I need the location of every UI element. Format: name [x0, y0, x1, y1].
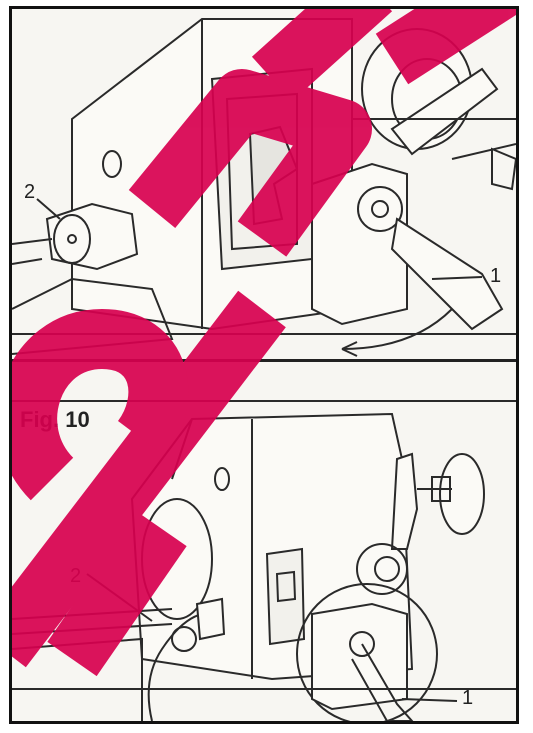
illustration-frame: 1 2: [9, 6, 519, 724]
callout-bottom-1: 1: [462, 687, 474, 709]
callout-top-2: 2: [24, 181, 36, 203]
callout-top-1: 1: [490, 265, 502, 287]
callout-bottom-2: 2: [70, 565, 82, 587]
figure-label: Fig. 10: [20, 407, 90, 432]
lathe-closeup-illustration: [12, 18, 516, 357]
